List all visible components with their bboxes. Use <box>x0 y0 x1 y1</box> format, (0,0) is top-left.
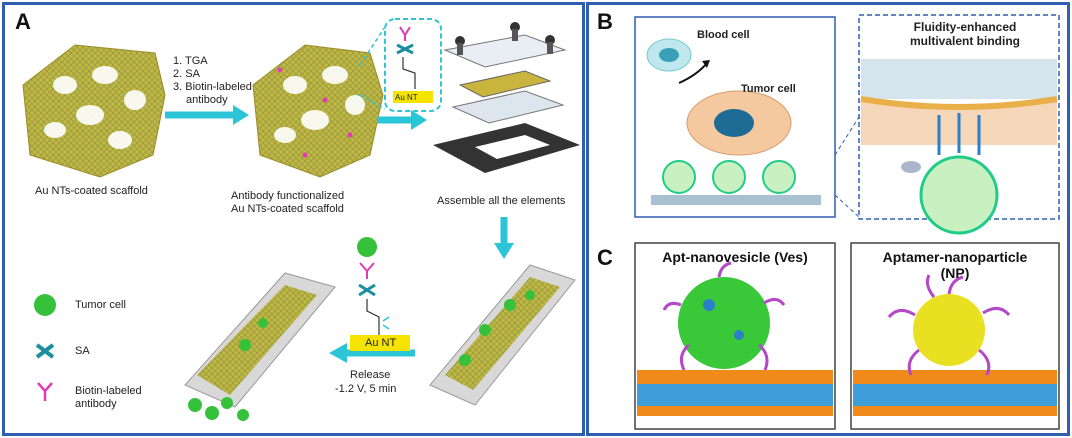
legend-tumor-icon <box>34 294 56 316</box>
legend-tumor-label: Tumor cell <box>75 299 126 311</box>
np-title-1: Aptamer-nanoparticle <box>882 249 1028 265</box>
step-1: 1. TGA <box>173 55 208 67</box>
step-3: 3. Biotin-labeled <box>173 81 252 93</box>
ves-particle-icon <box>678 277 770 369</box>
loaded-channel-icon <box>429 264 576 406</box>
legend-antibody-label-1: Biotin-labeled <box>75 385 142 397</box>
release-label: Release <box>350 369 391 381</box>
step-2: 2. SA <box>173 68 200 80</box>
panel-a-label: A <box>15 9 31 34</box>
step-3b: antibody <box>186 94 228 106</box>
vesicle-2-icon <box>712 160 746 194</box>
zoom-vesicle-icon <box>919 155 999 235</box>
panel-bc: B C <box>586 2 1070 436</box>
panel-a: A <box>2 2 585 436</box>
au-nt-box <box>393 91 433 103</box>
tumor-cell-icon <box>357 237 377 257</box>
np-particle-icon <box>913 294 985 366</box>
sa-icon <box>396 43 414 55</box>
zoom-title-1: Fluidity-enhanced <box>913 20 1017 34</box>
panel-b-label: B <box>597 9 613 34</box>
functionalized-scaffold-icon <box>252 44 384 178</box>
tumor-cell-label: Tumor cell <box>741 83 796 95</box>
panel-bc-graphics <box>634 14 1060 430</box>
panel-c-label: C <box>597 245 613 270</box>
legend-antibody-label-2: antibody <box>75 398 117 410</box>
legend-sa-label: SA <box>75 345 90 357</box>
legend-antibody-icon <box>37 382 53 401</box>
blood-cell-label: Blood cell <box>697 29 750 41</box>
ves-title: Apt-nanovesicle (Ves) <box>662 249 808 265</box>
antibody-icon <box>399 26 411 41</box>
caption-assemble: Assemble all the elements <box>437 195 566 207</box>
legend-sa-icon <box>35 343 55 359</box>
zoom-box <box>384 18 442 112</box>
vesicle-3-icon <box>762 160 796 194</box>
zoom-title-2: multivalent binding <box>910 34 1020 48</box>
release-condition: -1.2 V, 5 min <box>335 383 397 395</box>
scaffold-icon <box>22 44 166 178</box>
device-assembly-icon <box>433 22 580 173</box>
panel-a-graphics <box>22 18 580 421</box>
au-nt-label-top: Au NT <box>395 93 418 102</box>
caption-scaffold: Au NTs-coated scaffold <box>35 185 148 197</box>
released-channel-icon <box>184 272 336 421</box>
np-title-2: (NP) <box>940 265 970 281</box>
au-nt-label-bottom: Au NT <box>365 337 397 349</box>
vesicle-1-icon <box>662 160 696 194</box>
caption-functionalized-2: Au NTs-coated scaffold <box>231 203 344 215</box>
scissors-icon <box>382 316 390 330</box>
caption-functionalized-1: Antibody functionalized <box>231 190 345 202</box>
